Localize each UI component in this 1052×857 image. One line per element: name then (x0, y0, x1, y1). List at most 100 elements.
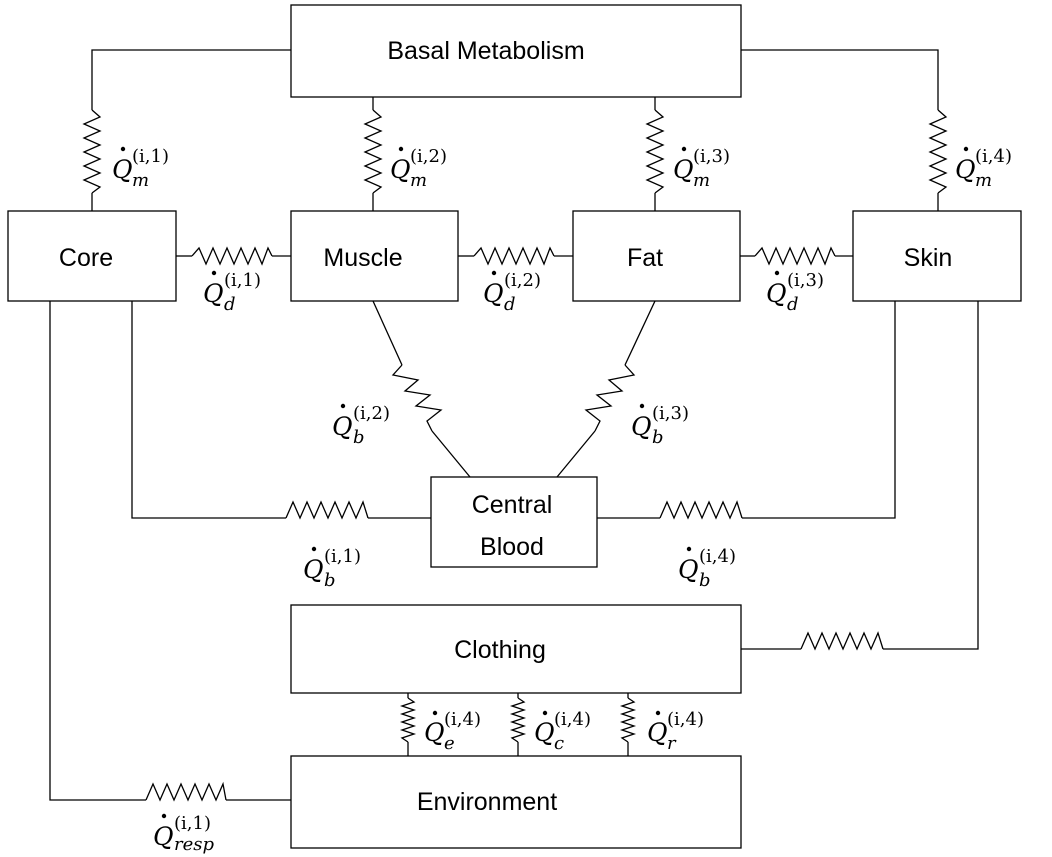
q-symbol-d2: Q (483, 279, 504, 308)
wire-fat-blood-top (624, 300, 656, 366)
label-qd3: Q d (i,3) (766, 270, 824, 315)
q-sup-m1: (i,1) (132, 146, 169, 167)
q-symbol-m2: Q (390, 155, 411, 184)
dot-m1 (120, 146, 126, 152)
dot-b1 (311, 546, 317, 552)
dot-r4 (655, 710, 661, 716)
q-sup-resp1: (i,1) (174, 813, 211, 834)
q-sup-m4: (i,4) (975, 146, 1012, 167)
q-sub-c4: c (554, 733, 564, 754)
q-sup-b3: (i,3) (652, 403, 689, 424)
resistor-d1 (191, 246, 273, 266)
q-sub-b2: b (353, 427, 365, 448)
q-symbol-m3: Q (673, 155, 694, 184)
dot-m4 (963, 146, 969, 152)
fat-box (572, 210, 741, 302)
central-blood-label-line2: Blood (480, 533, 544, 561)
resistor-d3 (754, 246, 836, 266)
wire-skin-clothing-right (883, 301, 979, 650)
q-sub-m2: m (410, 170, 427, 191)
dot-d2 (491, 270, 497, 276)
q-sup-b1: (i,1) (324, 546, 361, 567)
q-symbol-m1: Q (112, 155, 133, 184)
q-sub-m3: m (693, 170, 710, 191)
dot-m3 (681, 146, 687, 152)
dot-e4 (432, 710, 438, 716)
q-sub-b3: b (652, 427, 664, 448)
clothing-box (290, 604, 742, 694)
resistor-b3 (584, 364, 636, 432)
core-box (7, 210, 177, 302)
resistor-m1 (82, 109, 102, 194)
wire-basal-core-top (91, 49, 291, 110)
q-sub-d2: d (504, 294, 516, 315)
resistor-m4 (928, 109, 948, 194)
resistor-m2 (363, 109, 383, 194)
q-sub-e4: e (444, 733, 455, 754)
q-sup-m3: (i,3) (693, 146, 730, 167)
q-symbol-resp1: Q (153, 822, 174, 851)
environment-label: Environment (417, 788, 557, 816)
label-qm3: Q m (i,3) (673, 146, 730, 191)
wire-fat-blood-bottom (556, 430, 596, 478)
dot-b4 (686, 546, 692, 552)
label-qm1: Q m (i,1) (112, 146, 169, 191)
wire-core-blood-left (131, 301, 286, 519)
q-symbol-m4: Q (955, 155, 976, 184)
q-sup-e4: (i,4) (444, 709, 481, 730)
fat-label: Fat (627, 244, 663, 272)
resistor-c4 (509, 697, 527, 743)
central-blood-label-line1: Central (472, 491, 553, 519)
skin-box (852, 210, 1022, 302)
wire-muscle-blood-top (372, 300, 403, 366)
q-sup-c4: (i,4) (554, 709, 591, 730)
dot-m2 (398, 146, 404, 152)
label-qm2: Q m (i,2) (390, 146, 447, 191)
dot-d1 (211, 270, 217, 276)
wire-core-env-left (49, 301, 146, 801)
q-sup-d3: (i,3) (787, 270, 824, 291)
wire-muscle-blood-bottom (431, 430, 471, 478)
q-sub-m1: m (132, 170, 149, 191)
resistor-e4 (399, 697, 417, 743)
central-blood-box (430, 476, 598, 568)
resistor-resp1 (145, 781, 227, 802)
basal-metabolism-label: Basal Metabolism (387, 37, 584, 65)
q-symbol-c4: Q (534, 718, 555, 747)
q-symbol-d1: Q (203, 279, 224, 308)
clothing-label: Clothing (454, 636, 546, 664)
label-qd1: Q d (i,1) (203, 270, 261, 315)
q-sup-m2: (i,2) (410, 146, 447, 167)
q-sup-b4: (i,4) (699, 546, 736, 567)
resistor-b2 (391, 364, 443, 432)
q-sub-d3: d (787, 294, 799, 315)
wire-blood-skin-right (742, 301, 896, 519)
label-qb4: Q b (i,4) (678, 546, 736, 591)
label-qresp1: Q resp (i,1) (153, 813, 214, 855)
resistor-d2 (473, 246, 555, 266)
label-qb3: Q b (i,3) (631, 403, 689, 448)
q-symbol-b3: Q (631, 412, 652, 441)
q-sub-r4: r (667, 733, 677, 754)
label-qm4: Q m (i,4) (955, 146, 1012, 191)
label-qb2: Q b (i,2) (332, 403, 390, 448)
q-sub-b1: b (324, 570, 336, 591)
q-sub-d1: d (224, 294, 236, 315)
q-symbol-e4: Q (424, 718, 445, 747)
environment-box (290, 755, 742, 849)
basal-metabolism-box (290, 4, 742, 98)
q-symbol-r4: Q (647, 718, 668, 747)
muscle-label: Muscle (323, 244, 402, 272)
q-symbol-d3: Q (766, 279, 787, 308)
q-symbol-b1: Q (303, 555, 324, 584)
q-symbol-b4: Q (678, 555, 699, 584)
q-sup-r4: (i,4) (667, 709, 704, 730)
muscle-box (290, 210, 459, 302)
q-sub-resp1: resp (174, 834, 214, 855)
q-sup-d1: (i,1) (224, 270, 261, 291)
wire-basal-skin-top (741, 49, 939, 110)
resistor-skin-clothing (800, 631, 884, 651)
dot-d3 (774, 270, 780, 276)
label-qb1: Q b (i,1) (303, 546, 361, 591)
